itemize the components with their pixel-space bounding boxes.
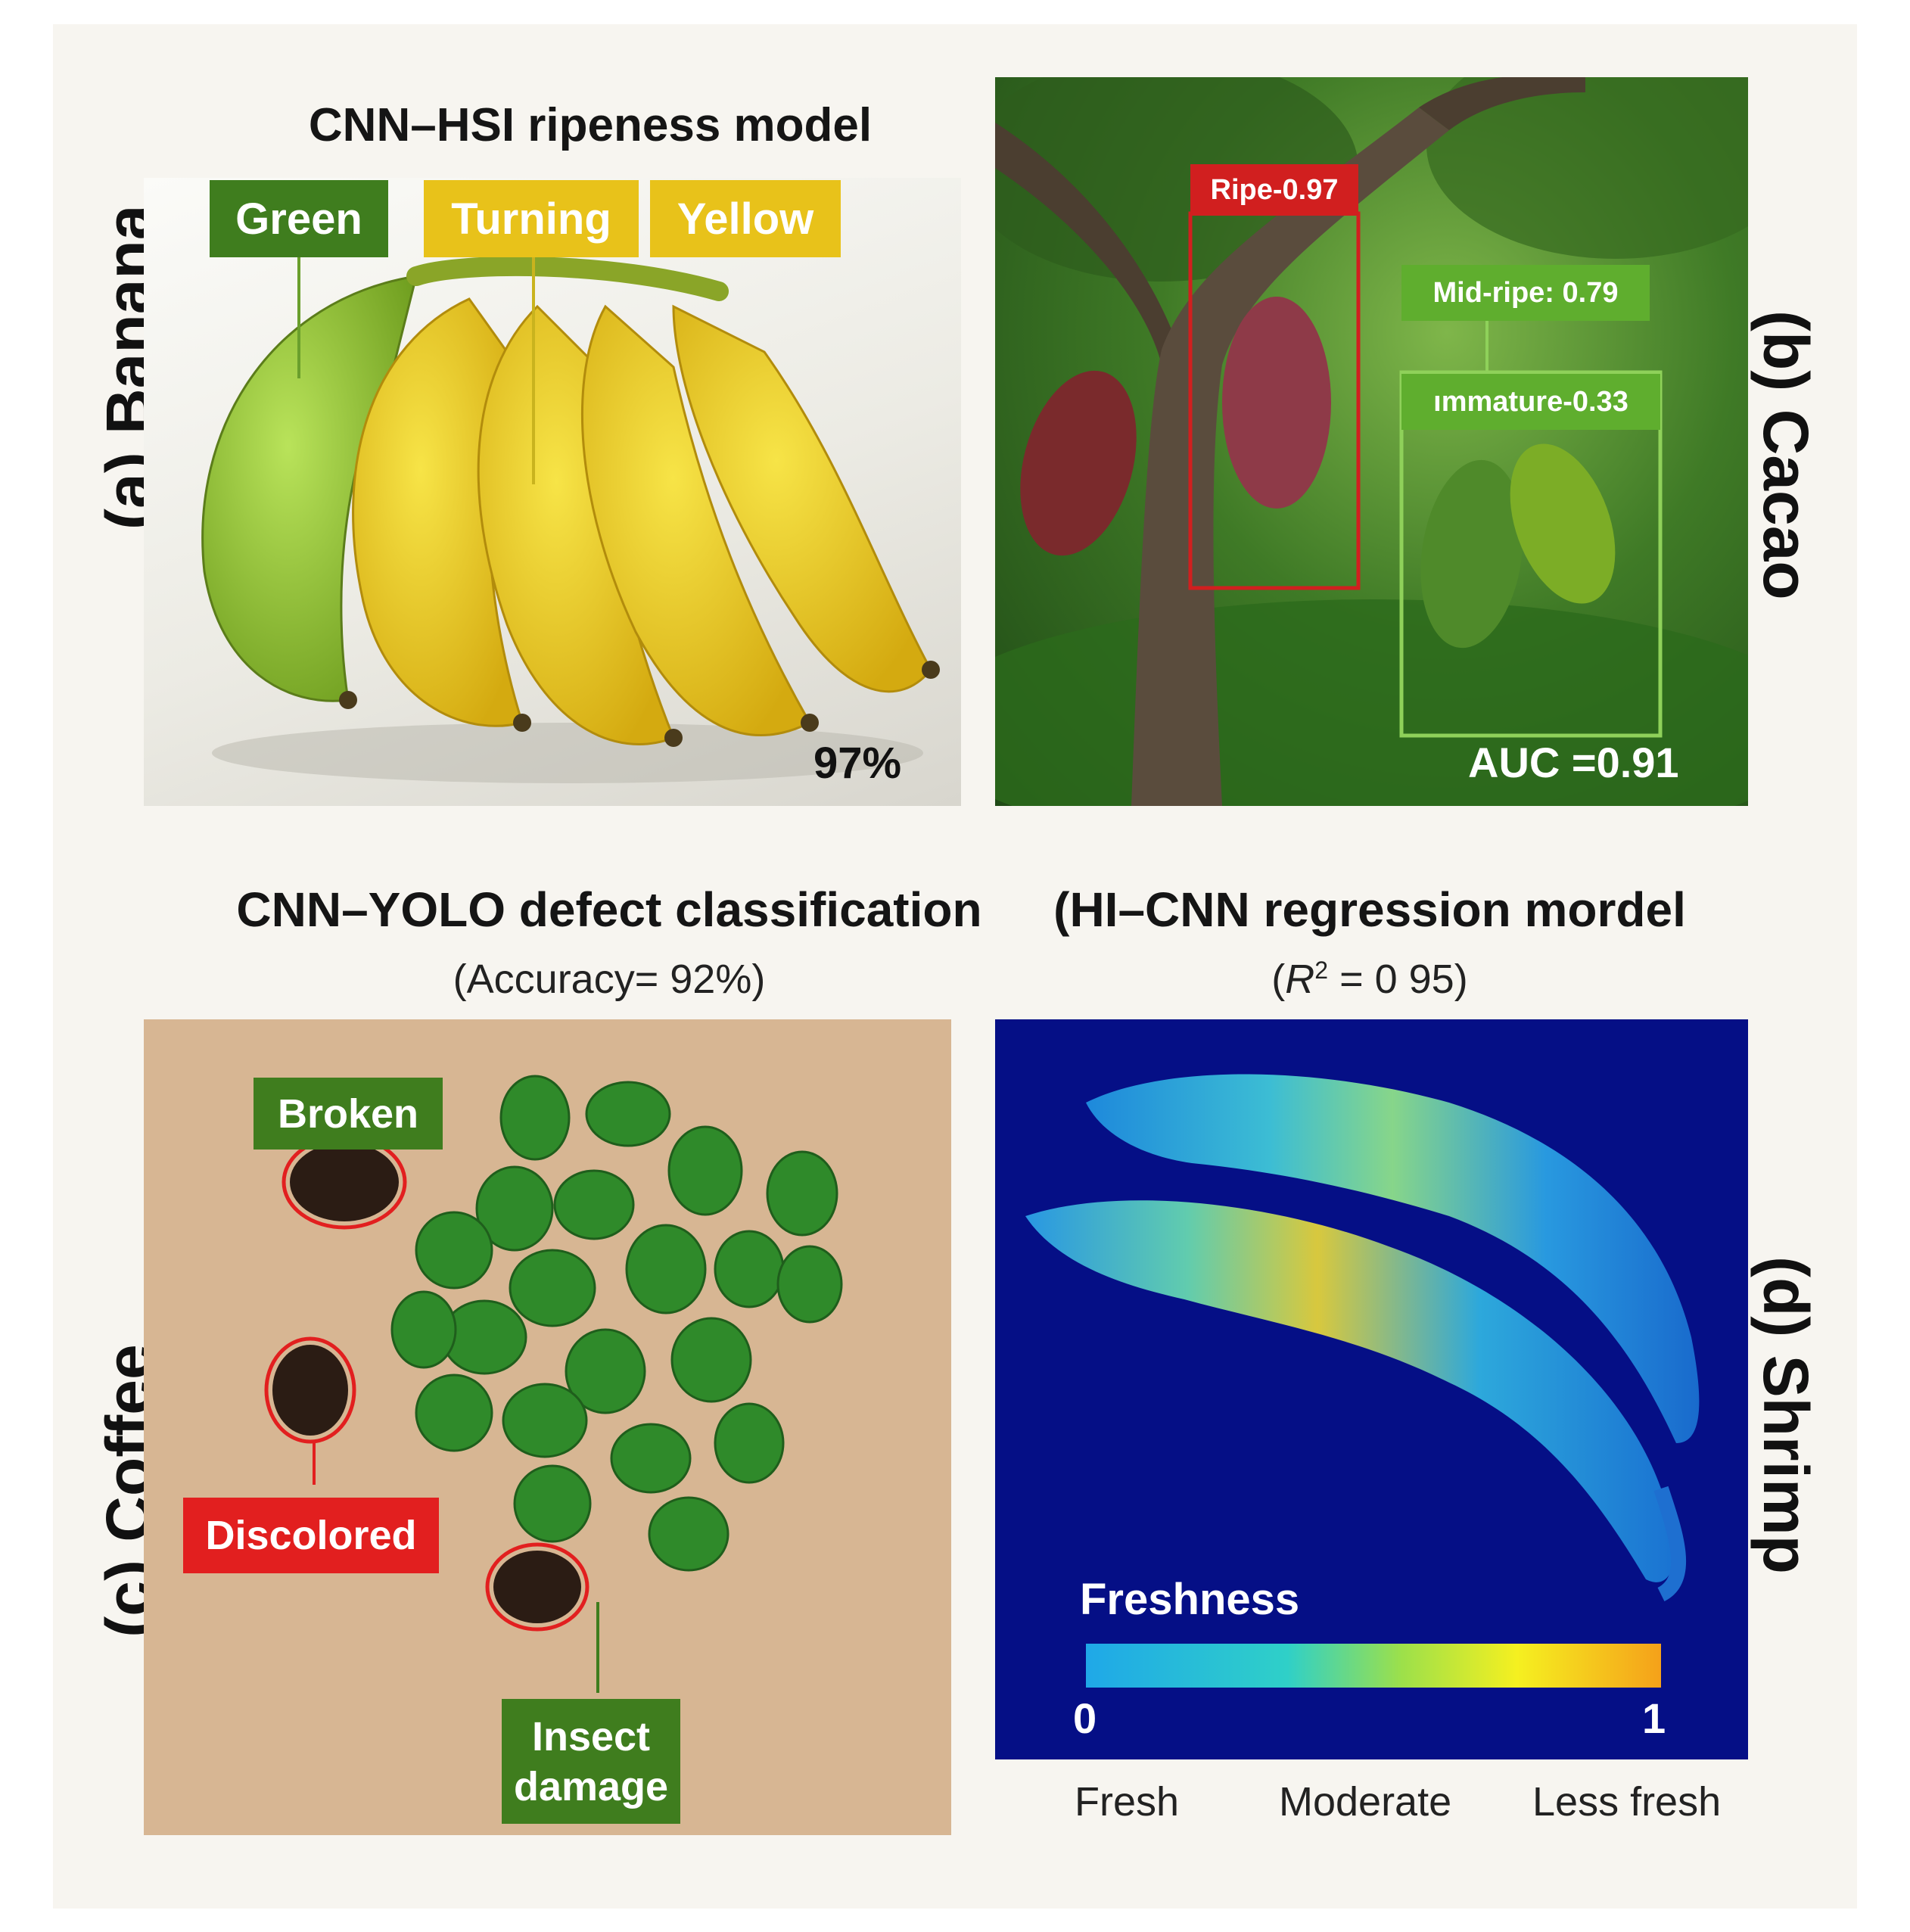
colorbar-max-label: 1	[1642, 1694, 1666, 1742]
banana-accuracy: 97%	[813, 739, 902, 788]
shrimp-heatmap-illustration	[1025, 1074, 1700, 1688]
shrimp-subtitle: (R2 = 0 95)	[1006, 956, 1733, 1003]
turning-tag: Turning	[424, 180, 639, 257]
scale-label-moderate: Moderate	[1279, 1779, 1452, 1825]
shrimp-heatmap-image	[995, 1019, 1748, 1759]
insect-damage-tag-line1: Insect	[531, 1713, 651, 1759]
coffee-image	[144, 1019, 951, 1835]
scale-label-fresh: Fresh	[1075, 1779, 1180, 1825]
discolored-tag: Discolored	[183, 1498, 439, 1573]
shrimp-subtitle-open: (	[1271, 957, 1286, 1002]
insect-damage-tag-line2: damage	[513, 1763, 669, 1809]
coffee-subtitle: (Accuracy= 92%)	[453, 957, 766, 1002]
banana-image	[144, 178, 961, 806]
broken-tag: Broken	[254, 1078, 443, 1150]
banana-title: CNN–HSI ripeness model	[308, 99, 873, 151]
shrimp-subtitle-r: R	[1285, 957, 1315, 1002]
shrimp-title: (HI–CNN regression mordel	[1053, 882, 1686, 937]
shrimp-panel-label: (d) Shrimp	[1750, 1256, 1821, 1574]
green-leader-line	[297, 257, 300, 378]
cacao-immature-box-label: ımmature-0.33	[1401, 374, 1660, 430]
yellow-tag: Yellow	[650, 180, 841, 257]
shrimp-subtitle-rest: = 0 95)	[1328, 957, 1468, 1002]
scale-label-less-fresh: Less fresh	[1532, 1779, 1722, 1825]
cacao-image	[995, 77, 1748, 806]
cacao-auc: AUC =0.91	[1468, 739, 1679, 786]
banana-bunch-illustration	[201, 256, 940, 783]
green-tag: Green	[210, 180, 388, 257]
colorbar-min-label: 0	[1073, 1694, 1097, 1742]
turning-leader-line	[532, 257, 535, 484]
cacao-tree-illustration	[995, 77, 1748, 806]
colorbar-title: Freshness	[1080, 1575, 1300, 1624]
insect-damage-tag: Insect damage	[502, 1699, 680, 1824]
cacao-ripe-box-label: Ripe-0.97	[1190, 164, 1358, 216]
cacao-panel-label: (b) Cacao	[1750, 310, 1821, 600]
coffee-beans-illustration	[264, 1075, 843, 1693]
coffee-title: CNN–YOLO defect classification	[236, 882, 982, 937]
cacao-midripe-box-label: Mid-ripe: 0.79	[1401, 265, 1650, 321]
shrimp-subtitle-sup: 2	[1314, 957, 1329, 984]
